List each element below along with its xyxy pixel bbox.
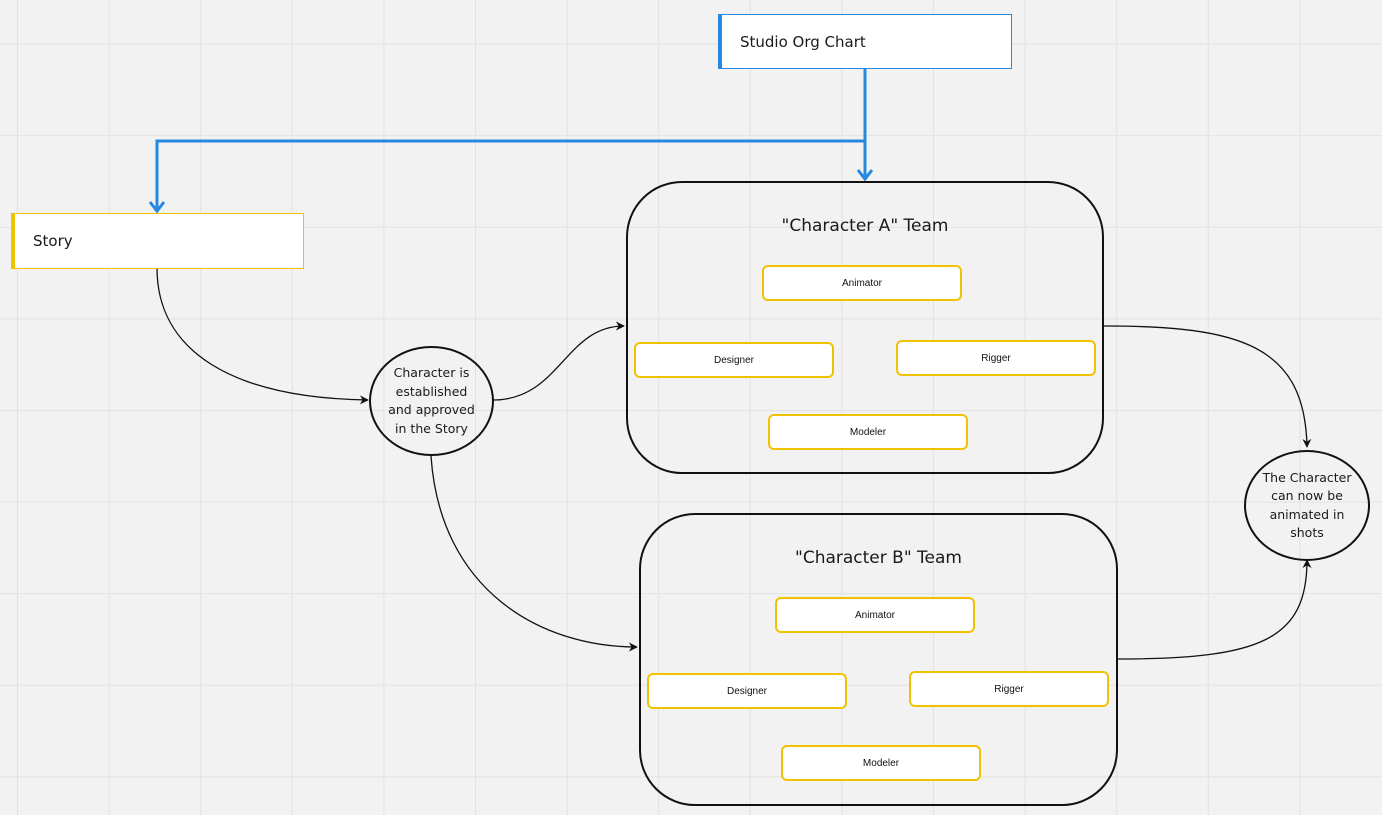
milestone-start-line: in the Story — [395, 420, 468, 436]
role-label: Designer — [713, 354, 755, 366]
milestone-end-line: animated in — [1269, 506, 1345, 522]
milestone-to-team-b-connector[interactable] — [430, 455, 638, 652]
character-animated-milestone[interactable]: The Character can now be animated in sho… — [1244, 450, 1370, 561]
story-card[interactable]: Story — [11, 213, 304, 269]
team-a-designer[interactable]: Designer — [634, 342, 834, 378]
milestone-end-line: shots — [1290, 525, 1324, 540]
character-b-team-container[interactable]: "Character B" Team Animator Designer Rig… — [639, 513, 1118, 806]
team-a-modeler[interactable]: Modeler — [768, 414, 968, 450]
role-label: Animator — [854, 609, 895, 621]
character-established-milestone[interactable]: Character is established and approved in… — [369, 346, 494, 456]
org-connector[interactable] — [148, 68, 874, 214]
role-label: Modeler — [849, 426, 887, 438]
role-label: Rigger — [994, 683, 1024, 695]
milestone-end-line: The Character — [1262, 469, 1352, 485]
studio-org-chart-card[interactable]: Studio Org Chart — [718, 14, 1012, 69]
role-label: Animator — [841, 277, 882, 289]
role-label: Rigger — [981, 352, 1011, 364]
team-a-title: "Character A" Team — [781, 216, 949, 236]
story-label: Story — [33, 232, 73, 250]
team-a-to-end-connector[interactable] — [1103, 325, 1312, 448]
team-b-animator[interactable]: Animator — [775, 597, 975, 633]
story-to-milestone-connector[interactable] — [156, 267, 369, 405]
team-b-title: "Character B" Team — [795, 548, 962, 568]
milestone-to-team-a-connector[interactable] — [492, 321, 625, 401]
role-label: Designer — [726, 685, 768, 697]
milestone-start-line: and approved — [388, 402, 475, 417]
team-b-to-end-connector[interactable] — [1117, 559, 1312, 660]
team-a-rigger[interactable]: Rigger — [896, 340, 1096, 376]
team-b-designer[interactable]: Designer — [647, 673, 847, 709]
role-label: Modeler — [862, 757, 900, 769]
milestone-end-line: can now be — [1271, 488, 1343, 503]
team-b-rigger[interactable]: Rigger — [909, 671, 1109, 707]
character-a-team-container[interactable]: "Character A" Team Animator Designer Rig… — [626, 181, 1104, 474]
milestone-start-line: Character is — [393, 365, 470, 380]
team-b-modeler[interactable]: Modeler — [781, 745, 981, 781]
team-a-animator[interactable]: Animator — [762, 265, 962, 301]
milestone-start-line: established — [395, 383, 468, 399]
studio-org-chart-title: Studio Org Chart — [740, 32, 866, 51]
